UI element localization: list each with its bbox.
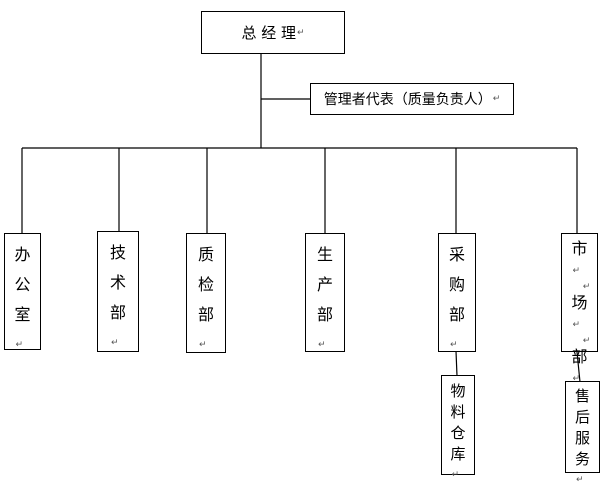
dept-purchasing-box: 采 购 部↵ xyxy=(438,233,476,352)
sub-warehouse-char: 仓 xyxy=(450,424,466,442)
dept-purchasing-char: 购 xyxy=(448,275,465,294)
dept-production-char: 产 xyxy=(316,275,333,294)
sub-after-sales-char: 务↵ xyxy=(574,450,590,485)
dept-qc-box: 质 检 部↵ xyxy=(186,233,226,353)
dept-office-char: 办 xyxy=(14,245,31,264)
general-manager-label: 总 经 理 xyxy=(241,24,296,42)
paragraph-mark: ↵ xyxy=(492,94,501,104)
general-manager-box: 总 经 理↵ xyxy=(201,11,345,54)
sub-warehouse-char: 库↵ xyxy=(450,445,466,480)
dept-tech-char: 技 xyxy=(109,243,126,262)
dept-production-box: 生 产 部↵ xyxy=(305,233,345,352)
dept-office-box: 办 公 室↵ xyxy=(4,233,41,350)
dept-office-char: 公 xyxy=(14,275,31,294)
paragraph-mark: ↵ xyxy=(582,336,591,346)
dept-tech-box: 技 术 部↵ xyxy=(97,231,139,352)
sub-after-sales-char: 服 xyxy=(574,429,590,447)
paragraph-mark: ↵ xyxy=(582,282,591,292)
dept-purchasing-char: 部↵ xyxy=(448,305,465,350)
sub-after-sales-char: 后 xyxy=(574,408,590,426)
sub-warehouse-char: 物 xyxy=(450,382,466,400)
dept-qc-char: 质 xyxy=(197,245,214,264)
dept-tech-char: 部↵ xyxy=(109,303,126,348)
dept-marketing-char: 部↵ xyxy=(571,347,588,384)
paragraph-mark: ↵ xyxy=(297,27,305,38)
sub-warehouse-box: 物 料 仓 库↵ xyxy=(441,375,475,480)
dept-production-char: 生 xyxy=(316,245,333,264)
dept-tech-char: 术 xyxy=(109,273,126,292)
mgmt-rep-box: 管理者代表（质量负责人）↵ xyxy=(310,83,514,115)
mgmt-rep-label: 管理者代表（质量负责人） xyxy=(323,92,492,108)
dept-marketing-char: 场↵ xyxy=(571,293,588,330)
dept-qc-char: 检 xyxy=(197,275,214,294)
sub-after-sales-box: 售 后 服 务↵ xyxy=(565,381,600,485)
sub-after-sales-char: 售 xyxy=(574,387,590,405)
dept-production-char: 部↵ xyxy=(316,305,333,350)
dept-marketing-char: 市↵ xyxy=(571,239,588,276)
line-warehouse xyxy=(455,350,458,377)
sub-warehouse-char: 料 xyxy=(450,403,466,421)
line-after-sales xyxy=(576,351,581,383)
dept-marketing-box: 市↵ ↵ 场↵ ↵ 部↵ xyxy=(561,233,598,384)
dept-purchasing-char: 采 xyxy=(448,245,465,264)
dept-office-char: 室↵ xyxy=(14,305,31,350)
dept-qc-char: 部↵ xyxy=(197,305,214,350)
